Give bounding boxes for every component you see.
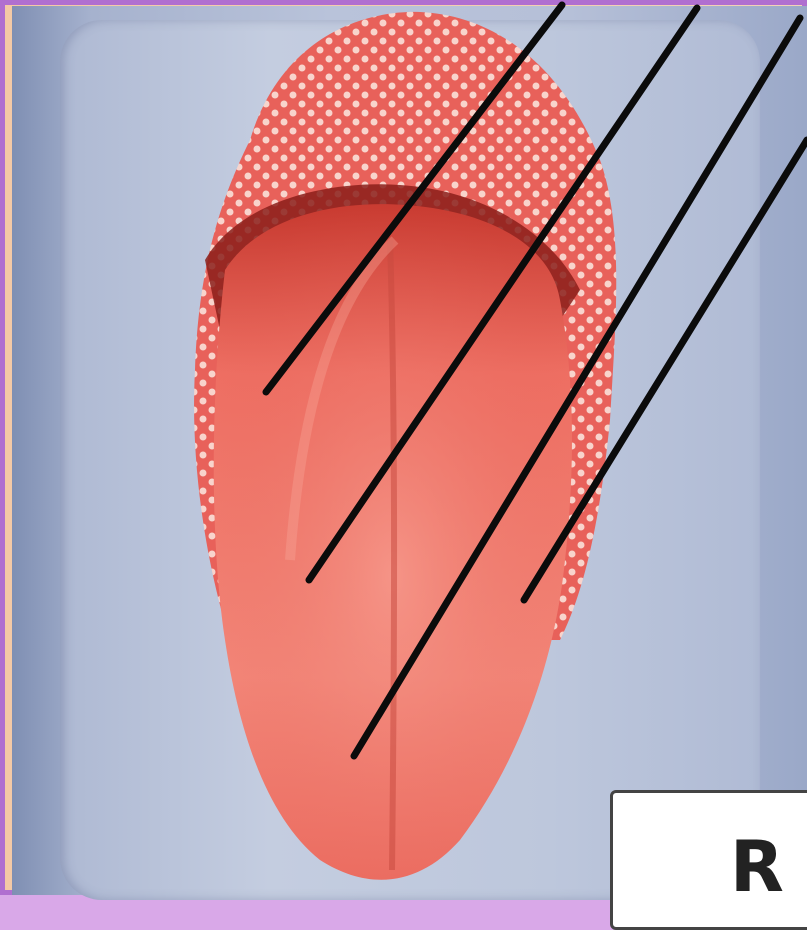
label-text: R	[730, 826, 784, 908]
tongue-illustration	[0, 0, 807, 895]
